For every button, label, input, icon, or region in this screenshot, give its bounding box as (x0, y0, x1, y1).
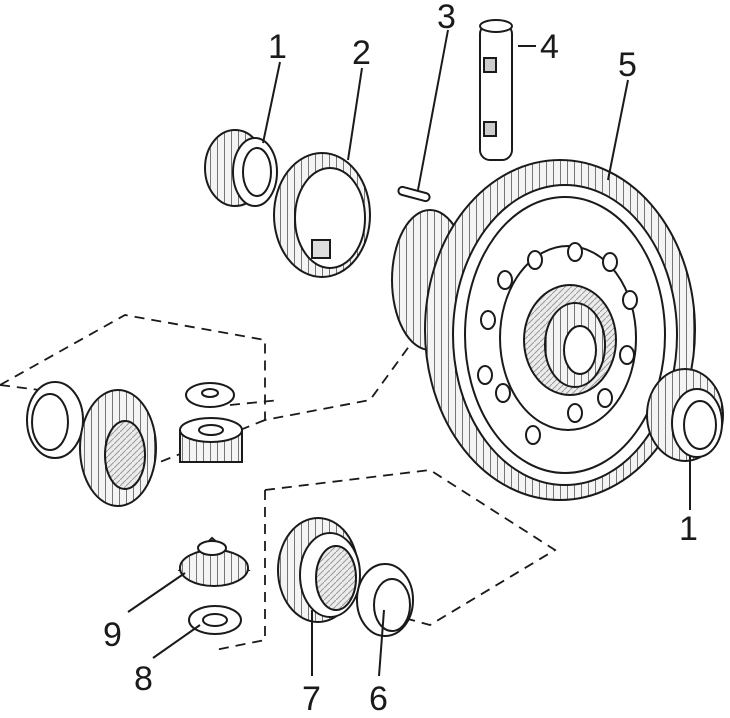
callout-1-right-bearing: 1 (679, 510, 698, 548)
callout-8-thrust-washer: 8 (134, 660, 153, 698)
side-gear-left-group (26, 381, 157, 507)
callout-2-drive-gear: 2 (352, 34, 371, 72)
pinion-gear-upper-group (179, 382, 243, 463)
callout-1-upper-bearing: 1 (268, 28, 287, 66)
differential-pinion-gear (177, 536, 251, 587)
final-drive-gear-assembly (391, 159, 696, 501)
callout-7-side-gear: 7 (302, 680, 321, 718)
bolt-holes (477, 242, 638, 445)
callout-9-pinion-gear: 9 (103, 616, 122, 654)
leader-lines (127, 29, 691, 677)
differential-side-gear (277, 517, 361, 623)
bearing-upper (204, 129, 278, 207)
callout-5-final-drive-gear: 5 (618, 46, 637, 84)
pinion-shaft (479, 19, 513, 161)
thrust-washer (188, 605, 242, 635)
callout-labels: 1 2 3 4 5 1 9 8 7 6 (103, 0, 698, 718)
speedometer-drive-gear (273, 152, 371, 278)
side-gear-washer (356, 563, 414, 637)
bearing-right (646, 368, 724, 462)
callout-4-shaft: 4 (540, 28, 559, 66)
assembly-guide-lines (0, 314, 557, 651)
callout-6-side-washer: 6 (369, 680, 388, 718)
callout-3-pin: 3 (437, 0, 456, 36)
lock-pin (397, 185, 431, 203)
